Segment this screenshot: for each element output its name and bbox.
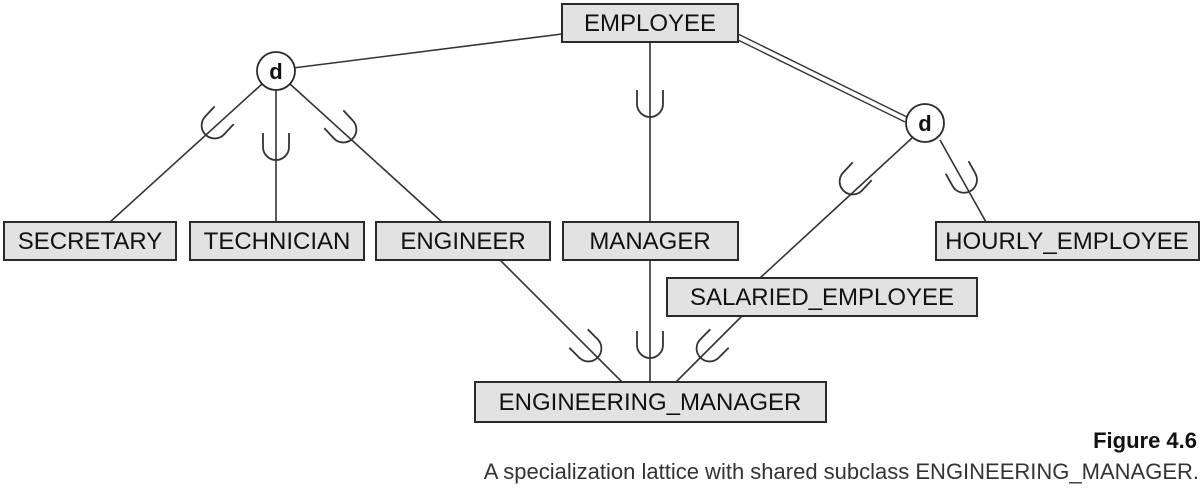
subset-symbol-manager [636, 90, 664, 118]
disjoint-label-right: d [918, 111, 931, 136]
subset-symbol-salaried-to-engineering-manager [695, 328, 730, 363]
entity-hourly-employee[interactable]: HOURLY_EMPLOYEE [935, 221, 1200, 261]
entity-secretary[interactable]: SECRETARY [3, 221, 177, 261]
entity-technician[interactable]: TECHNICIAN [189, 221, 365, 261]
entity-employee[interactable]: EMPLOYEE [561, 3, 739, 43]
right-d-to-salaried-line [759, 137, 913, 279]
entity-technician-label: TECHNICIAN [204, 228, 351, 255]
figure-number: Figure 4.6 [1093, 428, 1197, 453]
subset-symbol-secretary [200, 105, 235, 140]
subset-symbol-hourly [945, 160, 978, 194]
subset-symbol-engineer-to-engineering-manager [568, 328, 603, 363]
salaried-to-engineering-manager-line [675, 315, 743, 383]
disjoint-circle-left: d [256, 51, 296, 91]
subset-symbol-engineer [323, 109, 358, 144]
entity-engineering-manager-label: ENGINEERING_MANAGER [499, 389, 802, 416]
disjoint-circle-right: d [905, 103, 945, 143]
entity-manager[interactable]: MANAGER [562, 221, 739, 261]
subset-symbol-manager-to-engineering-manager [636, 331, 664, 359]
disjoint-label-left: d [269, 59, 282, 84]
entity-salaried-employee[interactable]: SALARIED_EMPLOYEE [666, 277, 978, 317]
entity-engineer-label: ENGINEER [400, 228, 525, 255]
entity-hourly-employee-label: HOURLY_EMPLOYEE [945, 228, 1189, 255]
engineer-to-engineering-manager-line [499, 259, 623, 383]
employee-to-left-d-line [292, 33, 563, 69]
figure-caption: A specialization lattice with shared sub… [483, 459, 1199, 484]
subset-symbol-salaried [838, 161, 873, 196]
entity-employee-label: EMPLOYEE [584, 10, 716, 37]
left-d-to-secretary-line [109, 83, 263, 223]
entity-engineer[interactable]: ENGINEER [375, 221, 551, 261]
left-d-to-engineer-line [289, 83, 443, 223]
entity-salaried-employee-label: SALARIED_EMPLOYEE [690, 284, 954, 311]
subset-symbol-technician [262, 133, 290, 161]
entity-engineering-manager[interactable]: ENGINEERING_MANAGER [474, 381, 827, 423]
entity-manager-label: MANAGER [589, 228, 710, 255]
employee-to-right-d-double-line [737, 33, 908, 123]
right-d-to-hourly-line [939, 139, 987, 223]
entity-secretary-label: SECRETARY [18, 228, 162, 255]
